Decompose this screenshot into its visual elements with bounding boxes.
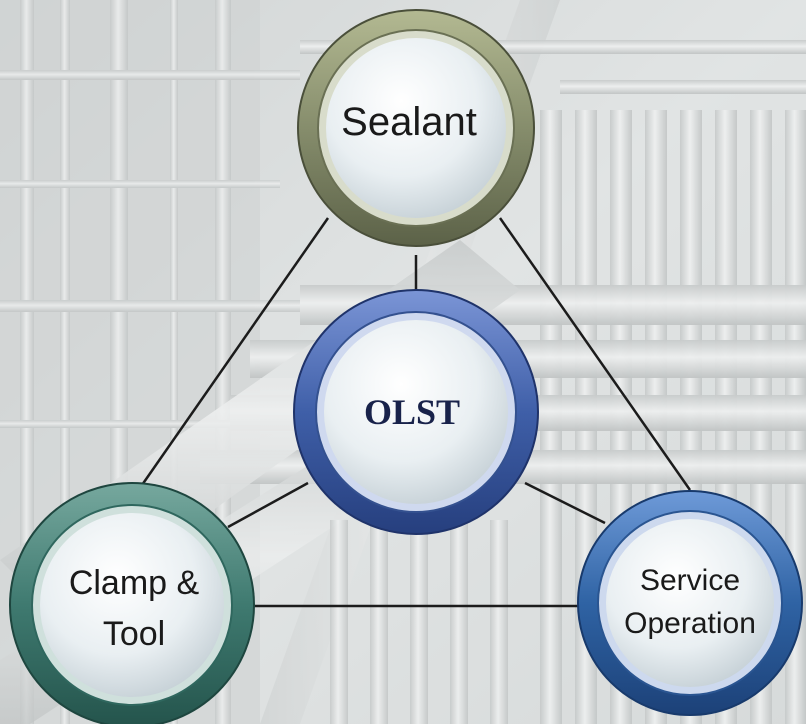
- node-sealant: Sealant: [297, 9, 535, 247]
- node-clamp-tool-label-line1: Clamp &: [69, 564, 200, 602]
- connector-lines: [140, 217, 692, 608]
- node-olst-label: OLST: [364, 392, 460, 432]
- node-service-operation-label-line1: Service: [640, 564, 740, 597]
- node-olst: OLST: [293, 289, 539, 535]
- connector-olst-service: [524, 481, 606, 525]
- node-clamp-tool-label-line2: Tool: [103, 615, 165, 653]
- connector-olst-clamp: [227, 481, 309, 529]
- node-clamp-tool: Clamp & Tool: [9, 482, 255, 724]
- node-service-operation: Service Operation: [577, 490, 803, 716]
- node-sealant-label: Sealant: [341, 100, 477, 144]
- node-service-operation-label-line2: Operation: [624, 607, 756, 640]
- connector-sealant-service: [498, 217, 692, 491]
- connector-sealant-clamp: [140, 217, 330, 486]
